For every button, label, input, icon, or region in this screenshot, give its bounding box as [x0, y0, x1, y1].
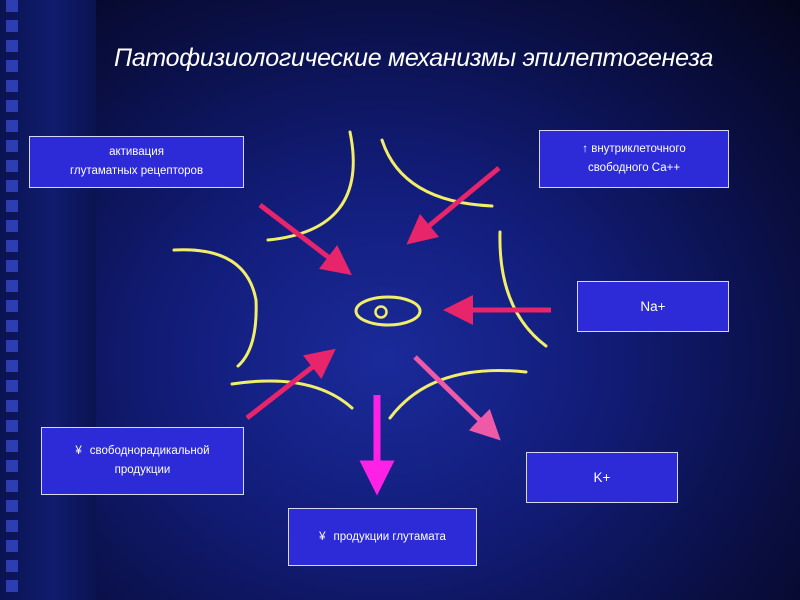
dendrite-arc-bottom-right — [388, 368, 528, 420]
slide-title: Патофизиологические механизмы эпилептоге… — [114, 44, 714, 72]
box-sodium: Na+ — [577, 281, 729, 332]
free-radical-line1: свободнорадикальной — [89, 445, 210, 457]
calcium-line1: внутриклеточного — [591, 143, 686, 155]
sodium-label: Na+ — [640, 299, 666, 314]
box-free-radical: ¥ свободнорадикальной продукции — [41, 427, 244, 495]
dendrite-arc-top-right — [380, 138, 494, 208]
left-dot-pattern — [6, 0, 30, 600]
glutamate-production-label: продукции глутамата — [333, 530, 446, 543]
yen-sign-icon: ¥ — [75, 445, 82, 457]
box-glutamate-receptors: активация глутаматных рецепторов — [29, 136, 244, 188]
glutamate-receptors-line2: глутаматных рецепторов — [69, 165, 204, 177]
arrow-free-radical — [245, 348, 336, 420]
arrow-glutamate-receptors — [258, 203, 352, 276]
neuron-outline — [172, 130, 548, 420]
neuron-nucleus — [374, 305, 388, 319]
yen-sign-icon: ¥ — [319, 530, 326, 543]
glutamate-receptors-line1: активация — [109, 146, 164, 158]
calcium-line2: свободного Са++ — [587, 162, 681, 174]
dendrite-arc-right — [498, 230, 548, 348]
dendrite-arc-left — [172, 248, 258, 368]
arrow-potassium — [413, 355, 501, 441]
box-potassium: K+ — [526, 452, 678, 503]
dendrite-arc-bottom-left — [230, 379, 354, 410]
potassium-label: K+ — [593, 470, 611, 485]
neuron-soma — [354, 295, 422, 327]
box-glutamate-production: ¥ продукции глутамата — [288, 508, 477, 566]
free-radical-line2: продукции — [114, 464, 171, 476]
arrow-calcium — [406, 166, 501, 245]
box-calcium: ↑ внутриклеточного свободного Са++ — [539, 130, 729, 188]
dendrite-arc-top-left — [266, 130, 355, 242]
arrow-up-icon: ↑ — [582, 143, 588, 155]
